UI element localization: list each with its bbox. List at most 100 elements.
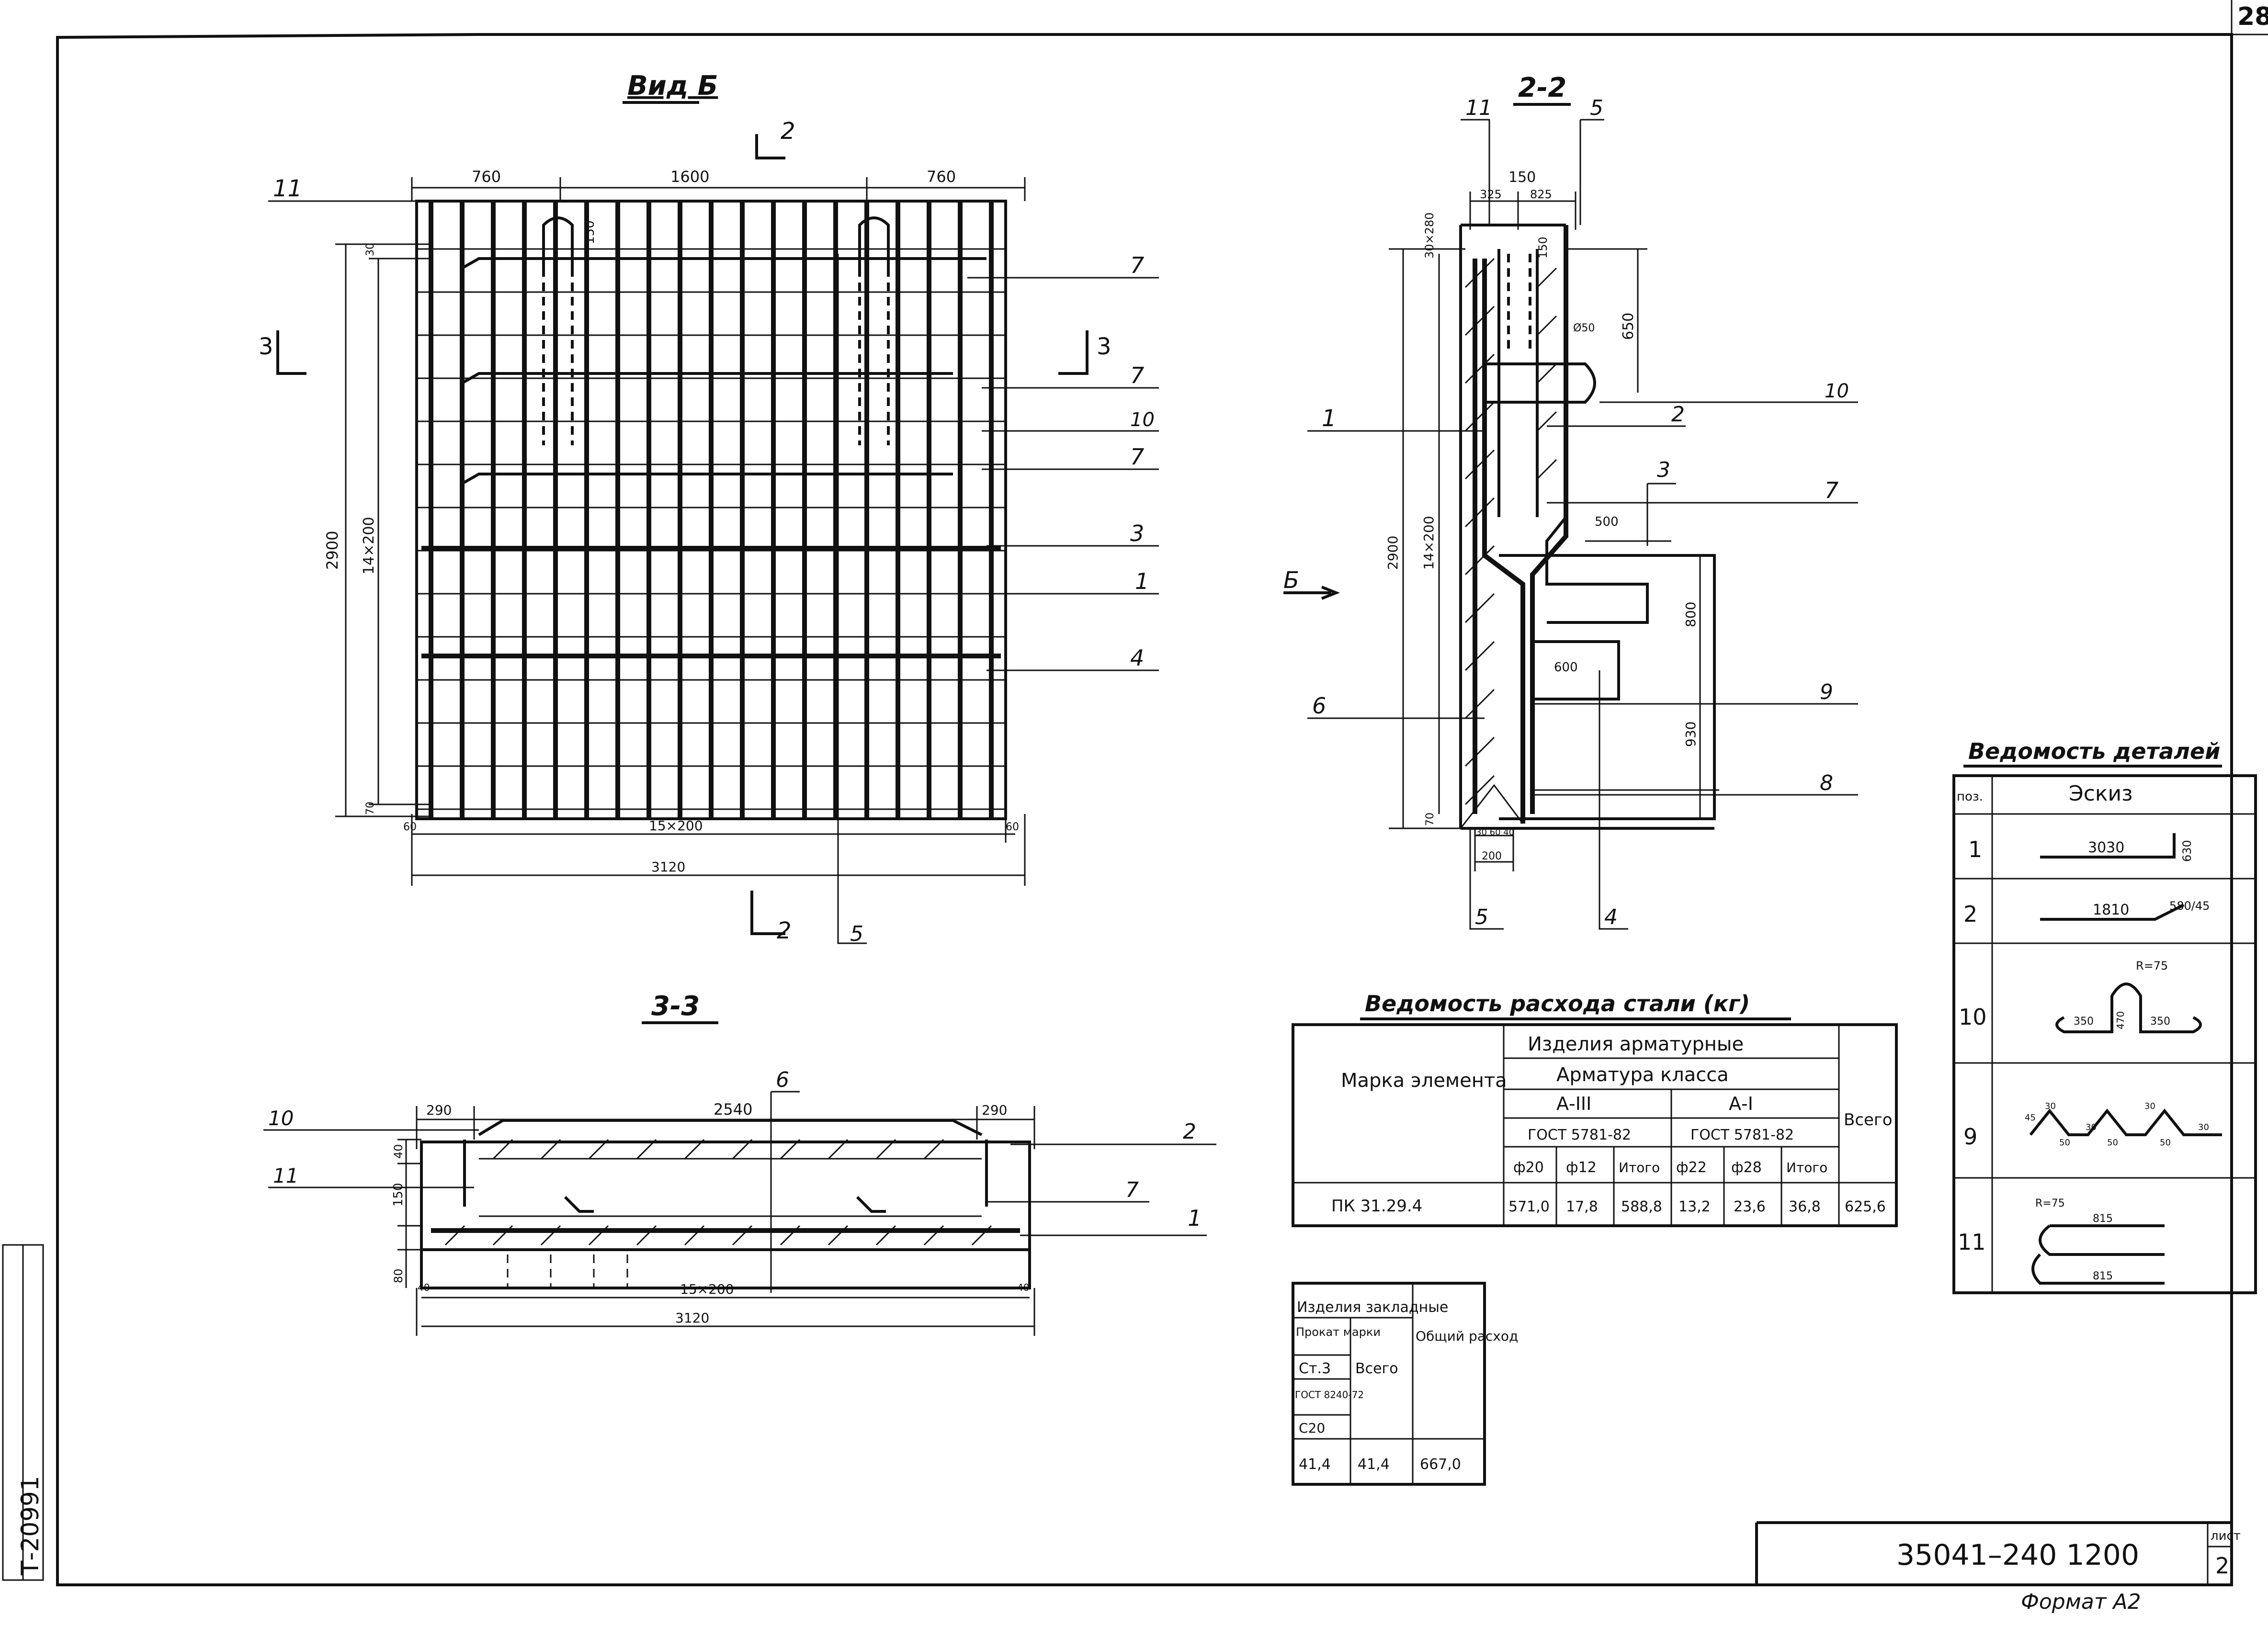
steel-table: Ведомость расхода стали (кг) Марка элеме… [1292,991,1898,1227]
dim-3-3-total: 3120 [675,1310,709,1326]
callout-2-2-5b: 5 [1475,905,1488,929]
class-a1: А-I [1729,1093,1753,1114]
detail-9-l3: 50 [2059,1138,2070,1148]
sheet-frame [56,0,2268,1586]
dim-3-3-h-bot: 80 [392,1268,405,1283]
callout-2-2-9: 9 [1820,680,1833,704]
side-stamp-code: Т-20991 [16,1476,44,1576]
detail-10-left: 350 [2074,1016,2094,1028]
emb-profile: С20 [1299,1420,1325,1436]
dim-left-small-top: 30 [364,243,376,256]
row-f28: 23,6 [1734,1198,1766,1215]
dim-top-right: 760 [927,168,956,186]
row-total-a1: 36,8 [1789,1198,1821,1215]
steel-table-title: Ведомость расхода стали (кг) [1365,991,1750,1017]
gost-a1: ГОСТ 5781-82 [1690,1127,1794,1143]
col-total: Всего [1844,1110,1893,1130]
detail-2-bend: 580/45 [2169,899,2210,913]
dim-bottom-total: 3120 [651,859,685,875]
dim-2-2-bottom-total: 200 [1482,850,1502,862]
section-2-2: 2-2 150 325 825 2900 14×200 30×280 [1283,72,1858,930]
callout-2-2-1: 1 [1322,405,1337,432]
sheet-label: лист [2211,1529,2241,1543]
title-block: 35041–240 1200 лист 2 Формат А2 [1755,1521,2241,1614]
callout-2-2-8: 8 [1820,771,1833,795]
dim-left-total: 2900 [323,531,341,570]
dim-3-3-side-right: 40 [1017,1282,1029,1293]
dim-2-2-600: 600 [1554,660,1578,675]
sub-f22: ф22 [1676,1159,1707,1176]
callout-2-2-2: 2 [1671,402,1685,427]
section-mark-2-bottom: 2 [777,917,792,944]
callout-2-2-3: 3 [1657,458,1670,482]
callout-7a: 7 [1130,252,1144,278]
callout-10: 10 [1130,409,1155,431]
row-total-a3: 588,8 [1621,1198,1662,1215]
callout-7c: 7 [1130,444,1144,470]
detail-9-l5: 50 [2107,1138,2118,1148]
callout-3-3-1: 1 [1188,1205,1202,1231]
callout-5: 5 [850,922,863,946]
sheet-number: 2 [2215,1553,2229,1579]
emb-value-3: 667,0 [1420,1456,1461,1473]
detail-1-len: 3030 [2088,839,2124,856]
callout-2-2-11: 11 [1465,96,1492,120]
details-col-sketch: Эскиз [2069,781,2132,806]
dim-left-inner: 14×200 [361,517,377,575]
dim-3-3-inner: 15×200 [680,1281,734,1297]
callout-4: 4 [1130,645,1144,671]
dim-2-2-top-total: 150 [1508,169,1536,186]
emb-steel: Ст.3 [1299,1360,1331,1377]
row-f12: 17,8 [1566,1198,1598,1215]
col-products: Изделия арматурные [1528,1033,1744,1055]
dim-2-2-top-part1: 325 [1480,188,1502,201]
dim-2-2-top-part2: 825 [1530,188,1552,201]
row-f20: 571,0 [1508,1198,1550,1215]
dim-left-small-bottom2: 60 [403,821,417,833]
corner-number: 28 [2237,2,2268,31]
side-stamp: Т-20991 [2,1244,44,1581]
detail-pos-11: 11 [1958,1229,1986,1255]
section-mark-3-right: 3 [1097,333,1111,360]
callout-2-2-6: 6 [1312,693,1326,719]
view-b-top-dims: 760 1600 760 150 [411,168,1026,244]
dim-3-3-h-mid: 150 [391,1183,406,1207]
gost-a3: ГОСТ 5781-82 [1528,1127,1631,1143]
dim-150: 150 [583,220,597,244]
format-label: Формат А2 [2021,1590,2141,1614]
dim-3-3-h-top: 40 [392,1144,405,1159]
callout-2-2-5: 5 [1590,96,1603,120]
callout-1: 1 [1135,568,1149,594]
section-mark-2-top: 2 [781,118,795,145]
dim-2-2-500: 500 [1595,515,1619,529]
dim-2-2-14x200: 14×200 [1421,516,1437,570]
callout-11: 11 [273,175,302,202]
view-b-bottom-dims: 15×200 3120 60 [411,814,1026,886]
lifting-loops [542,216,890,445]
detail-9-l4: 30 [2086,1122,2097,1132]
row-mark: ПК 31.29.4 [1331,1197,1422,1216]
section-3-3: 3-3 290 2540 290 15×200 3120 40 40 40 15… [263,991,1216,1336]
section-mark-3-left: 3 [259,333,273,360]
dim-3-3-right: 290 [982,1102,1007,1118]
section-3-3-title: 3-3 [651,991,700,1022]
sub-total-a3: Итого [1619,1160,1660,1175]
dim-2-2-800: 800 [1683,602,1699,627]
callout-3-3-2: 2 [1183,1119,1196,1144]
detail-9-l6: 30 [2144,1101,2155,1111]
detail-11-radius: R=75 [2035,1198,2065,1209]
detail-pos-2: 2 [1963,901,1977,927]
detail-9-l1: 45 [2025,1113,2036,1123]
detail-pos-9: 9 [1963,1124,1977,1150]
row-total: 625,6 [1845,1198,1886,1215]
view-b-left-dims: 2900 14×200 30 70 60 [323,243,431,833]
dim-2-2-650: 650 [1620,313,1637,340]
callout-3-3-10: 10 [268,1107,294,1130]
embedded-table: Изделия закладные Прокат марки Ст.3 ГОСТ… [1292,1282,1518,1486]
dim-2-2-d50: Ø50 [1573,322,1595,334]
detail-11-top: 815 [2093,1213,2113,1225]
emb-value-2: 41,4 [1358,1456,1390,1473]
sub-f28: ф28 [1731,1159,1762,1176]
col-mark: Марка элемента [1341,1070,1507,1092]
